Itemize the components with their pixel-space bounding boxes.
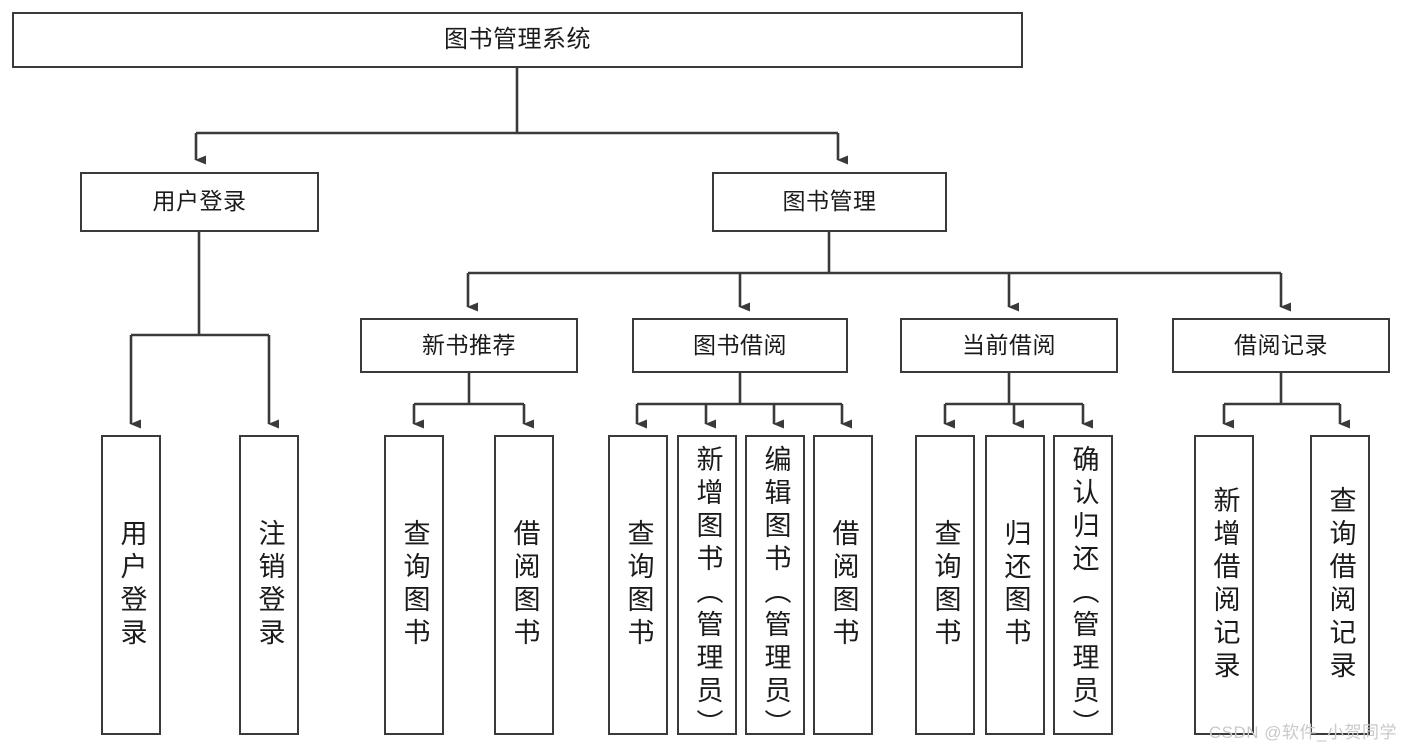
node-label: 用户登录 (152, 188, 247, 215)
node-book-borrowing[interactable]: 图书借阅 (632, 318, 848, 373)
node-user-login[interactable]: 用户登录 (80, 172, 319, 232)
node-label: 查询图书 (623, 519, 654, 651)
node-label: 确认归还（管理员） (1068, 445, 1099, 742)
node-label: 借阅图书 (509, 519, 540, 651)
node-label: 用户登录 (116, 519, 147, 651)
node-current-borrowing[interactable]: 当前借阅 (900, 318, 1118, 373)
leaf-add-book-admin[interactable]: 新增图书（管理员） (677, 435, 737, 742)
leaf-borrow-book-recommendation[interactable]: 借阅图书 (494, 435, 554, 735)
leaf-user-login[interactable]: 用户登录 (101, 435, 161, 735)
node-label: 借阅图书 (828, 519, 859, 651)
leaf-confirm-return-admin[interactable]: 确认归还（管理员） (1053, 435, 1113, 742)
leaf-edit-book-admin[interactable]: 编辑图书（管理员） (745, 435, 805, 742)
node-label: 当前借阅 (962, 331, 1056, 358)
node-label: 编辑图书（管理员） (760, 445, 791, 742)
node-label: 新书推荐 (422, 331, 516, 358)
leaf-query-book-current[interactable]: 查询图书 (915, 435, 975, 735)
node-label: 查询图书 (399, 519, 430, 651)
leaf-logout[interactable]: 注销登录 (239, 435, 299, 735)
leaf-query-book-borrowing[interactable]: 查询图书 (608, 435, 668, 735)
node-label: 注销登录 (254, 519, 285, 651)
node-label: 归还图书 (1000, 519, 1031, 651)
node-label: 查询借阅记录 (1325, 486, 1356, 684)
node-label: 图书管理系统 (444, 25, 591, 53)
node-new-book-recommendation[interactable]: 新书推荐 (360, 318, 578, 373)
node-label: 图书管理 (782, 188, 877, 215)
node-label: 新增图书（管理员） (692, 445, 723, 742)
watermark: CSDN @软件_小贺同学 (1208, 723, 1397, 742)
node-root-book-management-system[interactable]: 图书管理系统 (12, 12, 1023, 68)
node-label: 查询图书 (930, 519, 961, 651)
node-label: 借阅记录 (1234, 331, 1328, 358)
leaf-return-book[interactable]: 归还图书 (985, 435, 1045, 735)
leaf-query-borrow-record[interactable]: 查询借阅记录 (1310, 435, 1370, 735)
node-book-management[interactable]: 图书管理 (712, 172, 947, 232)
leaf-borrow-book-borrowing[interactable]: 借阅图书 (813, 435, 873, 735)
node-label: 图书借阅 (693, 331, 787, 358)
node-label: 新增借阅记录 (1209, 486, 1240, 684)
leaf-query-book-recommendation[interactable]: 查询图书 (384, 435, 444, 735)
leaf-add-borrow-record[interactable]: 新增借阅记录 (1194, 435, 1254, 735)
node-borrowing-record[interactable]: 借阅记录 (1172, 318, 1390, 373)
